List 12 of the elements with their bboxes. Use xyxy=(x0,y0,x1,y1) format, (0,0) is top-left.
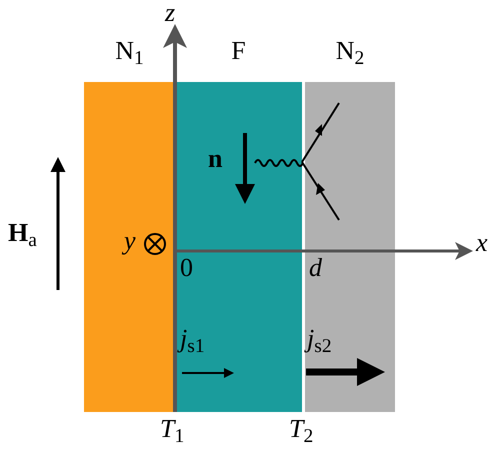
vector-label: n xyxy=(208,146,222,172)
temperature-label: T$_{1}$ xyxy=(160,416,184,442)
layer-label: N$_{2}$ xyxy=(336,38,364,64)
axis-label: z xyxy=(165,0,176,26)
temperature-label: T$_{2}$ xyxy=(289,416,314,442)
layer-label: N$_{1}$ xyxy=(115,38,144,64)
field-label: H$_{a}$ xyxy=(8,220,37,246)
coordinate-label: 0 xyxy=(180,255,193,281)
layer-label: F xyxy=(231,38,246,64)
coordinate-label: d xyxy=(309,255,322,281)
axis-label: y xyxy=(124,228,136,254)
axis-label: x xyxy=(476,230,488,256)
